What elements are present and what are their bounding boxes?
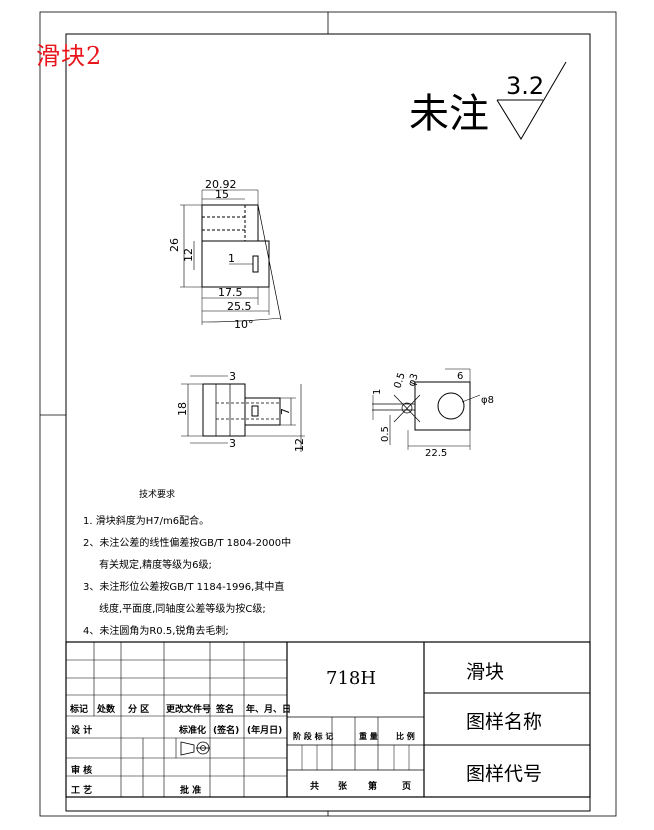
design-label: 设 计 [71,724,92,736]
dim-right-e: 6 [457,371,463,382]
row-label-count: 处数 [96,703,116,715]
dim-left-height: 18 [176,402,189,416]
tech-heading: 技术要求 [139,488,175,500]
date-label: (年月日) [247,724,282,736]
dim-left-b: 3 [229,437,236,450]
part-name: 滑块 [466,661,504,683]
dim-left-c: 12 [293,438,306,452]
dim-right-d: φ3 [406,372,420,388]
sheet-no-label: 第 [368,780,377,792]
tech-line-3: 有关规定,精度等级为6级; [99,558,212,571]
standardize-label: 标准化 [178,724,206,736]
review-label: 审 核 [71,764,92,776]
tech-line-2: 2、未注公差的线性偏差按GB/T 1804-2000中 [83,536,291,549]
dim-left-inner: 7 [279,408,292,415]
dim-right-a: 1 [372,389,383,395]
drawing-name-label: 图样名称 [466,711,542,733]
dim-right-c: 0.5 [380,426,391,442]
dim-left-a: 3 [229,370,236,383]
title-block: 718H 滑块 图样名称 图样代号 标记 处数 分 区 更改文件号 签名 年、月… [69,661,542,796]
dim-top-inner: 15 [215,188,229,201]
dim-height-total: 26 [168,238,181,252]
scale-label: 比 例 [396,731,415,741]
row-label-date: 年、月、日 [246,703,291,715]
side-view-left [181,375,305,452]
dim-right-b: 0.5 [392,371,407,390]
front-view [180,189,282,325]
dim-right-f: φ8 [481,395,494,406]
roughness-value: 3.2 [506,72,544,100]
drawing-code-label: 图样代号 [466,763,542,785]
side-view-right [372,368,481,450]
sheet-frame [39,11,617,817]
row-label-mark: 标记 [69,703,88,715]
sheet-unit-label: 张 [338,780,348,792]
weight-label: 重 量 [359,731,378,741]
tech-line-5: 线度,平面度,同轴度公差等级为按C级; [99,602,266,615]
sheet-total-label: 共 [310,780,319,792]
dim-height-inner: 12 [182,248,195,262]
row-label-signature: 签名 [215,703,234,715]
tech-line-4: 3、未注形位公差按GB/T 1184-1996,其中直 [83,580,284,593]
dim-bottom-b: 25.5 [227,300,252,313]
signature-label: (签名) [213,724,239,736]
process-label: 工 艺 [71,784,92,796]
sheet-page-label: 页 [402,781,411,792]
front-view-dims: 20.92 15 26 12 1 17.5 25.5 10° [168,178,254,331]
side-view-right-dims: 1 0.5 φ3 0.5 6 φ8 22.5 [372,371,494,459]
tech-line-1: 1. 滑块斜度为H7/m6配合。 [83,514,209,527]
dim-slot: 1 [228,252,235,265]
dim-angle: 10° [234,318,254,331]
row-label-zone: 分 区 [128,703,149,715]
drawing-code-value: 718H [326,668,376,689]
tech-requirements: 技术要求 1. 滑块斜度为H7/m6配合。 2、未注公差的线性偏差按GB/T 1… [83,488,291,637]
roughness-note: 未注 [409,91,489,137]
row-label-change-doc: 更改文件号 [166,703,211,715]
title-block-lines [65,641,591,798]
stage-mark-label: 阶 段 标 记 [293,731,333,741]
roughness-symbol: 未注 3.2 [409,61,567,140]
dim-top-width: 20.92 [205,178,237,191]
side-view-left-dims: 3 18 7 3 12 [176,370,306,452]
projection-symbol [180,741,210,756]
approve-label: 批 准 [180,784,201,796]
dim-right-g: 22.5 [425,448,447,459]
drawing-title: 滑块2 [36,42,103,70]
tech-line-6: 4、未注圆角为R0.5,锐角去毛刺; [83,624,229,637]
dim-bottom-a: 17.5 [218,286,243,299]
